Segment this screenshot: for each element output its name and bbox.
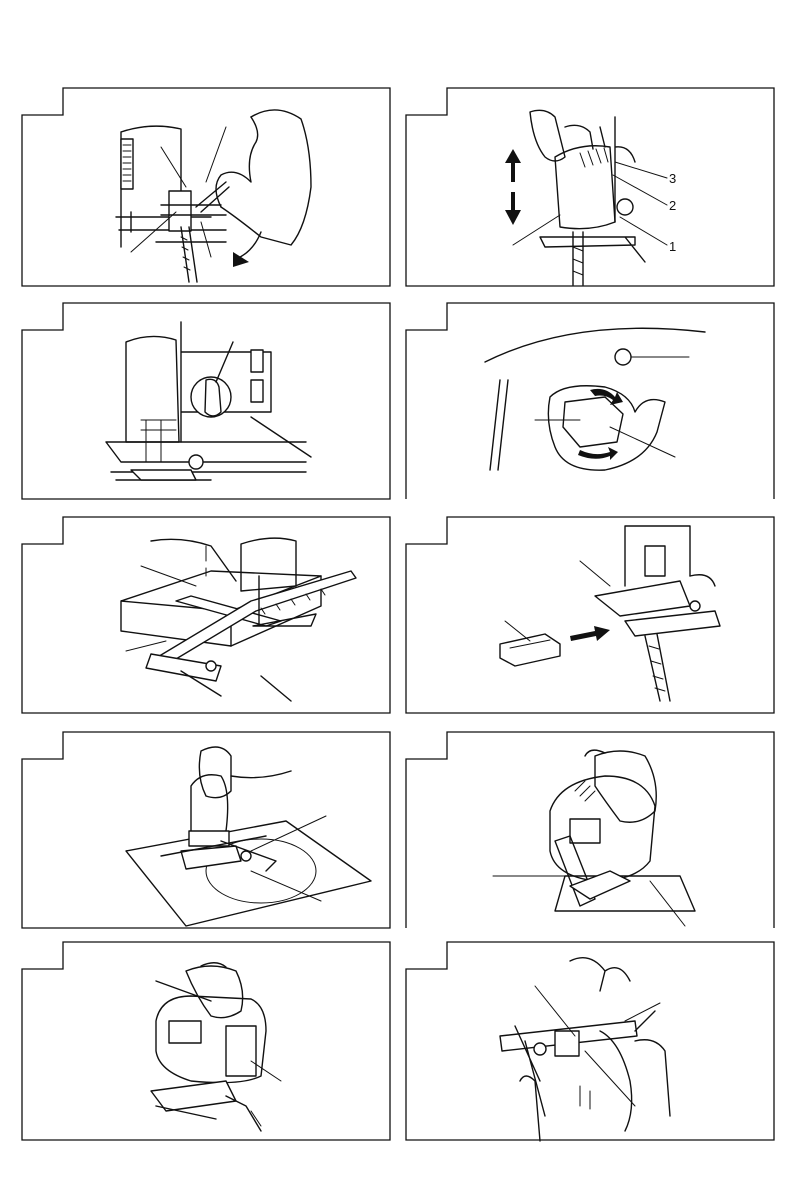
figure-9-bevel-cutting (21, 941, 391, 1139)
figure-3-illustration (21, 302, 391, 502)
figure-3-speed-dial (21, 302, 391, 500)
up-down-arrow-icon (505, 149, 521, 225)
figure-10-dust-nozzle (405, 941, 775, 1139)
rotation-arrow-icon (233, 252, 249, 267)
insert-arrow-icon (570, 626, 610, 641)
callout-2: 2 (669, 199, 676, 212)
figure-9-illustration (21, 941, 391, 1141)
callout-3: 3 (669, 172, 676, 185)
figure-6-anti-splintering (405, 516, 775, 714)
figure-2-blade-guard: 3 2 1 (405, 87, 775, 285)
figure-5-rip-fence (21, 516, 391, 714)
figure-5-illustration (21, 516, 391, 716)
figure-2-illustration (405, 87, 775, 287)
figure-6-illustration (405, 516, 775, 716)
figure-4-switch-lever (405, 302, 775, 500)
figure-1-blade-install (21, 87, 391, 285)
callout-1: 1 (669, 240, 676, 253)
figure-10-illustration (405, 941, 775, 1141)
figure-1-illustration (21, 87, 391, 287)
figure-8-plunge-cutting (405, 731, 775, 929)
figure-7-illustration (21, 731, 391, 931)
figure-7-circular-cutting (21, 731, 391, 929)
figure-4-illustration (405, 302, 775, 502)
figure-8-illustration (405, 731, 775, 931)
